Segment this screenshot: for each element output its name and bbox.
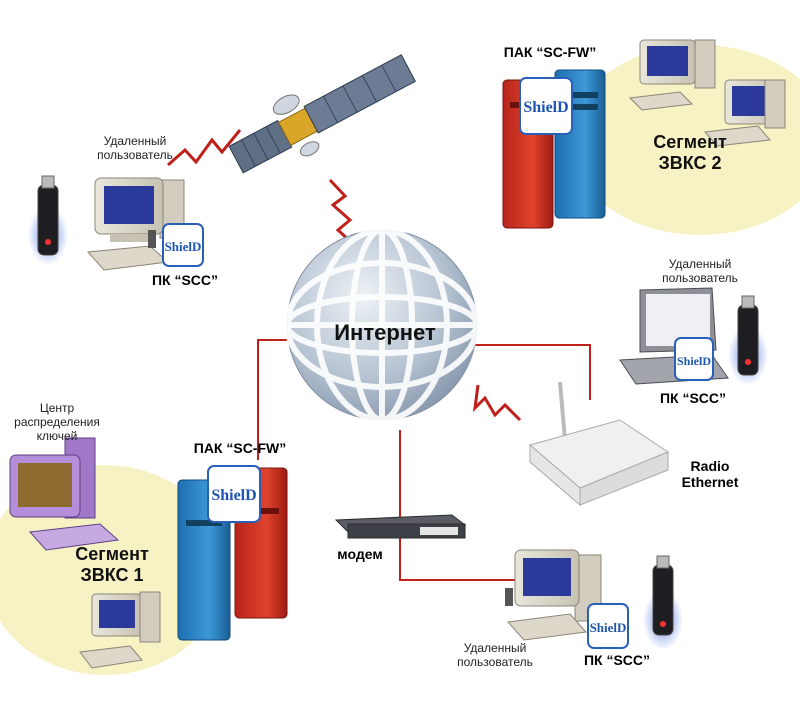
pk-scc-label-topleft: ПК “SCC”: [151, 272, 219, 288]
svg-text:ShielD: ShielD: [211, 487, 256, 504]
internet-globe: [284, 227, 480, 423]
modem-device: [334, 514, 467, 539]
svg-text:ShielD: ShielD: [590, 620, 627, 635]
segment2-label: Сегмент ЗВКС 2: [653, 132, 727, 173]
radio-ethernet-label: Radio Ethernet: [681, 458, 739, 491]
zigzag-satellite-globe: [328, 178, 354, 245]
link-sc-fw1: [257, 339, 300, 460]
usb-token-bottom: [643, 555, 683, 650]
link-remote-laptop: [470, 344, 591, 400]
svg-text:ShielD: ShielD: [523, 99, 568, 116]
satellite: [228, 54, 417, 174]
svg-text:ShielD: ShielD: [165, 239, 202, 254]
shield-logo-laptop: ShielD: [674, 337, 714, 381]
pc-seg1: [79, 591, 161, 669]
modem-label: модем: [337, 546, 383, 562]
pk-scc-label-bottom: ПК “SCC”: [583, 652, 651, 668]
segment1-label: Сегмент ЗВКС 1: [75, 544, 149, 585]
key-center-pc: [9, 437, 120, 551]
usb-token-right: [728, 295, 768, 385]
pc-seg2-a: [628, 39, 716, 111]
remote-user-label-right: Удаленный пользователь: [662, 257, 738, 285]
radio-links: [167, 129, 522, 422]
zigzag-remote-satellite: [167, 129, 242, 167]
remote-pc-bottom: [505, 549, 602, 641]
pak-scfw-label-seg2: ПАК “SC-FW”: [503, 44, 597, 60]
pc-seg2-b: [704, 79, 786, 147]
link-modem: [399, 430, 540, 581]
key-center-label: Центр распределения ключей: [14, 401, 100, 443]
shield-logo-seg2: ShielD: [519, 77, 573, 135]
shield-logo-topleft: ShielD: [162, 223, 204, 267]
pk-scc-label-right: ПК “SCC”: [659, 390, 727, 406]
usb-token-topleft: [28, 175, 68, 265]
radio-router: [528, 381, 670, 507]
zigzag-radio-globe: [472, 384, 522, 422]
internet-label: Интернет: [334, 320, 436, 345]
shield-logo-seg1: ShielD: [207, 465, 261, 523]
segment1-area: [0, 465, 225, 675]
shield-logo-bottom: ShielD: [587, 603, 629, 649]
svg-text:ShielD: ShielD: [677, 354, 711, 368]
remote-user-label-bottom: Удаленный пользователь: [457, 641, 533, 669]
pak-scfw-label-seg1: ПАК “SC-FW”: [193, 440, 287, 456]
remote-user-label-topleft: Удаленный пользователь: [97, 134, 173, 162]
link-lines: [257, 339, 591, 581]
